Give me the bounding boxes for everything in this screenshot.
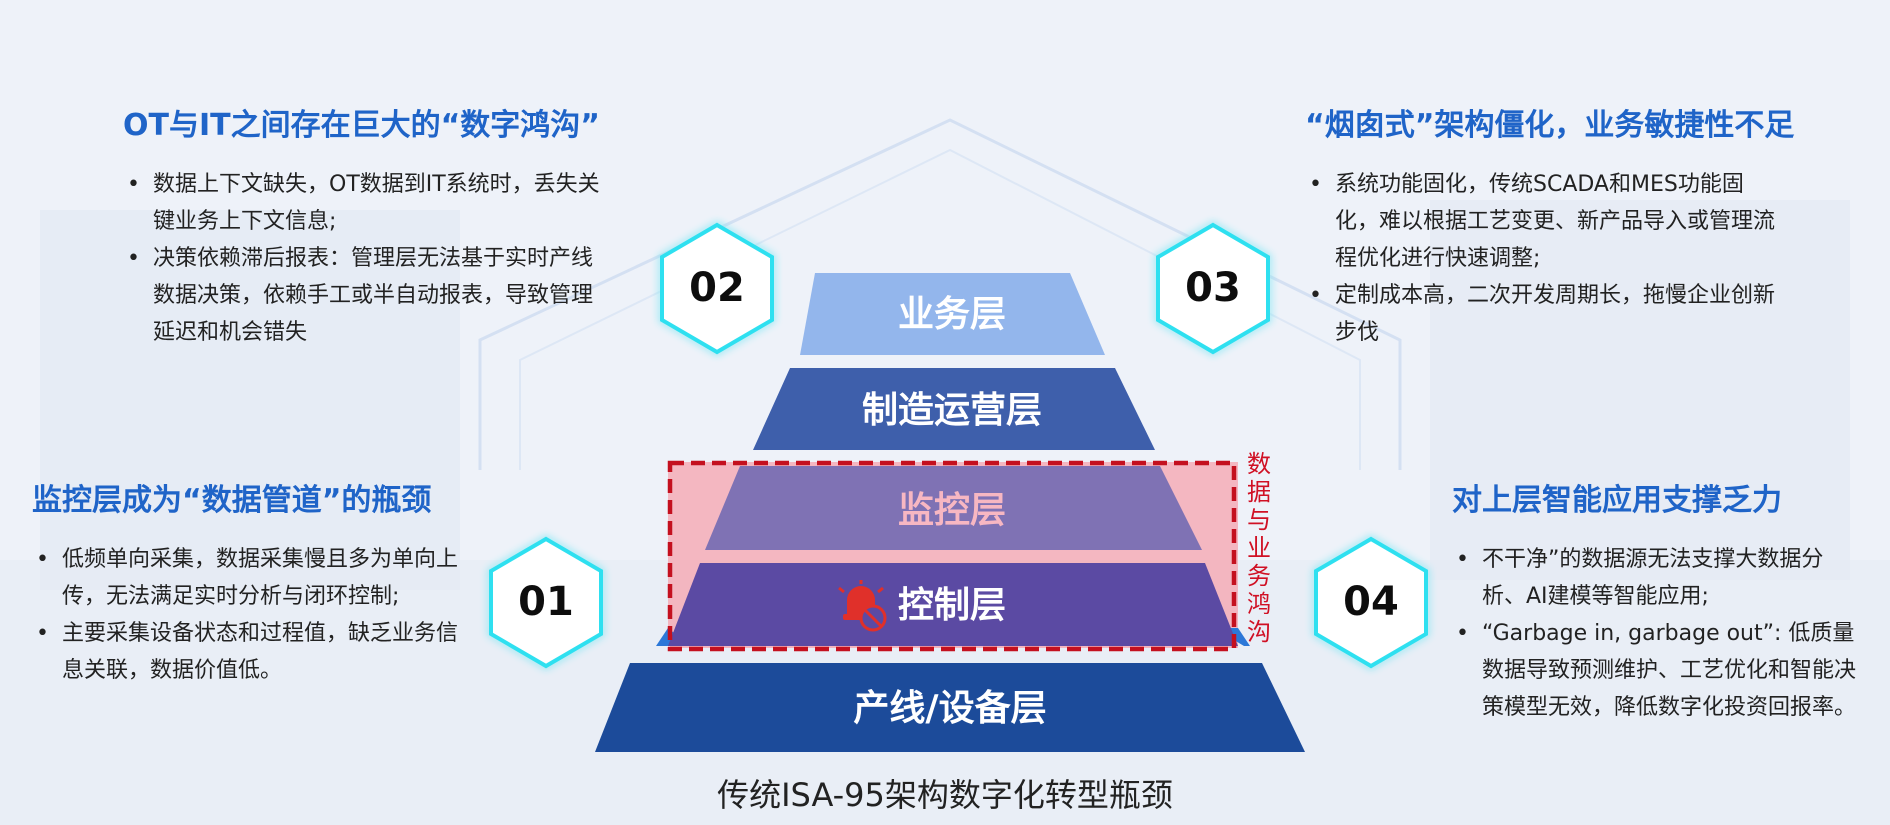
hexagon-number: 03 xyxy=(1185,265,1241,311)
layer-label-monitor: 监控层 xyxy=(898,490,1006,531)
layer-label-control: 控制层 xyxy=(898,585,1006,626)
layer-label-device: 产线/设备层 xyxy=(853,688,1046,729)
panel-03-bullets: 系统功能固化，传统SCADA和MES功能固化，难以根据工艺变更、新产品导入或管理… xyxy=(1305,166,1785,351)
panel-03-bullet: 定制成本高，二次开发周期长，拖慢企业创新步伐 xyxy=(1305,277,1785,351)
layer-monitor xyxy=(705,466,1202,550)
layer-business xyxy=(800,273,1105,355)
gap-label-char: 数 xyxy=(1247,450,1271,478)
panel-04-bullet: 不干净”的数据源无法支撑大数据分析、AI建模等智能应用; xyxy=(1452,541,1862,615)
panel-04: 对上层智能应用支撑乏力 不干净”的数据源无法支撑大数据分析、AI建模等智能应用;… xyxy=(1452,475,1872,726)
panel-04-title: 对上层智能应用支撑乏力 xyxy=(1452,483,1782,518)
diagram-caption: 传统ISA-95架构数字化转型瓶颈 xyxy=(717,776,1173,814)
hexagon-number: 04 xyxy=(1343,579,1399,625)
gap-label-char: 据 xyxy=(1247,478,1271,506)
gap-label-char: 业 xyxy=(1247,534,1271,562)
panel-04-bullet: “Garbage in, garbage out”: 低质量数据导致预测维护、工… xyxy=(1452,615,1862,726)
layer-control xyxy=(668,563,1238,646)
panel-03-bullet: 系统功能固化，传统SCADA和MES功能固化，难以根据工艺变更、新产品导入或管理… xyxy=(1305,166,1785,277)
panel-01-title: 监控层成为“数据管道”的瓶颈 xyxy=(32,483,432,518)
layer-label-business: 业务层 xyxy=(898,294,1006,335)
panel-03: “烟囱式”架构僵化，业务敏捷性不足 系统功能固化，传统SCADA和MES功能固化… xyxy=(1305,100,1865,351)
panel-01-bullet: 主要采集设备状态和过程值，缺乏业务信息关联，数据价值低。 xyxy=(32,615,472,689)
panel-02-title: OT与IT之间存在巨大的“数字鸿沟” xyxy=(123,108,601,143)
hexagon-04: 04 xyxy=(1314,536,1428,669)
panel-02-bullets: 数据上下文缺失，OT数据到IT系统时，丢失关键业务上下文信息; 决策依赖滞后报表… xyxy=(123,166,608,351)
panel-04-bullets: 不干净”的数据源无法支撑大数据分析、AI建模等智能应用; “Garbage in… xyxy=(1452,541,1862,726)
panel-02-bullet: 决策依赖滞后报表：管理层无法基于实时产线数据决策，依赖手工或半自动报表，导致管理… xyxy=(123,240,608,351)
hexagon-number: 01 xyxy=(518,579,574,625)
panel-03-title: “烟囱式”架构僵化，业务敏捷性不足 xyxy=(1305,108,1795,143)
layer-device xyxy=(595,663,1305,752)
gap-label-char: 沟 xyxy=(1247,618,1271,646)
gap-label-char: 与 xyxy=(1247,506,1271,534)
panel-02-bullet: 数据上下文缺失，OT数据到IT系统时，丢失关键业务上下文信息; xyxy=(123,166,608,240)
panel-01-bullets: 低频单向采集，数据采集慢且多为单向上传，无法满足实时分析与闭环控制; 主要采集设… xyxy=(32,541,472,689)
hexagon-01: 01 xyxy=(489,536,603,669)
hexagon-02: 02 xyxy=(660,222,774,355)
gap-label: 数 据 与 业 务 鸿 沟 xyxy=(1247,450,1271,646)
panel-01: 监控层成为“数据管道”的瓶颈 低频单向采集，数据采集慢且多为单向上传，无法满足实… xyxy=(32,475,477,689)
panel-02: OT与IT之间存在巨大的“数字鸿沟” 数据上下文缺失，OT数据到IT系统时，丢失… xyxy=(123,100,613,351)
hexagon-number: 02 xyxy=(689,265,745,311)
alarm-bell-icon xyxy=(838,580,887,632)
gap-label-char: 鸿 xyxy=(1247,590,1271,618)
layer-label-operations: 制造运营层 xyxy=(862,390,1042,431)
gap-label-char: 务 xyxy=(1247,562,1271,590)
layer-operations xyxy=(753,368,1155,450)
hexagon-03: 03 xyxy=(1156,222,1270,355)
panel-01-bullet: 低频单向采集，数据采集慢且多为单向上传，无法满足实时分析与闭环控制; xyxy=(32,541,472,615)
gap-dashed-border xyxy=(667,460,1237,652)
